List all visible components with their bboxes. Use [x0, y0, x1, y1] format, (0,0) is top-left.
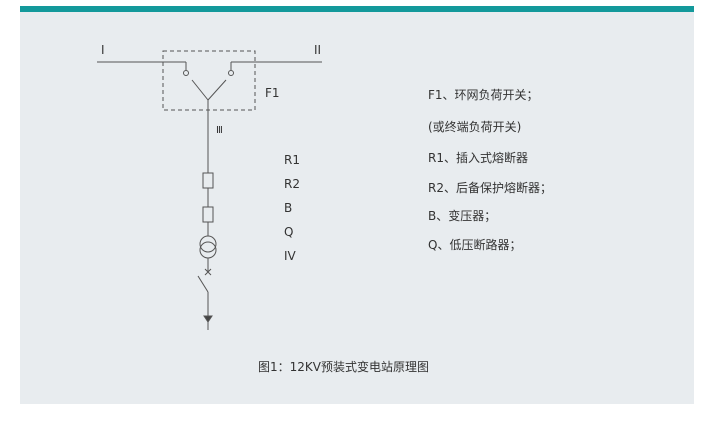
breaker-x-mark [204, 268, 212, 276]
fuse-r1 [202, 172, 214, 189]
component-label: R2 [284, 177, 300, 191]
legend-item: B、变压器； [428, 209, 497, 223]
bus-label-1: I [101, 43, 105, 57]
legend-item: R1、插入式熔断器 [428, 151, 528, 165]
switch-arm-left [191, 79, 209, 101]
bus-label-2: II [314, 43, 322, 57]
left-contact [183, 70, 189, 76]
ground-arrow-icon [203, 315, 213, 323]
breaker-blade [197, 275, 209, 293]
legend-item: R2、后备保护熔断器； [428, 181, 552, 195]
figure-caption: 图1：12KV预装式变电站原理图 [258, 360, 429, 374]
fuse-r2 [202, 206, 214, 223]
f1-dashed-box [162, 50, 256, 111]
component-label: B [284, 201, 293, 215]
line-label-3: Ⅲ [216, 125, 223, 136]
right-contact [228, 70, 234, 76]
component-label: IV [284, 249, 296, 263]
component-label: R1 [284, 153, 300, 167]
component-label: Q [284, 225, 294, 239]
diagram-panel [20, 12, 694, 404]
legend-item: Q、低压断路器； [428, 238, 522, 252]
top-accent-bar [20, 6, 694, 12]
f1-label: F1 [265, 86, 280, 100]
transformer-winding-1 [199, 235, 217, 253]
switch-arm-right [207, 79, 227, 101]
legend-item: F1、环网负荷开关； [428, 88, 539, 102]
legend-item: (或终端负荷开关) [428, 120, 522, 134]
